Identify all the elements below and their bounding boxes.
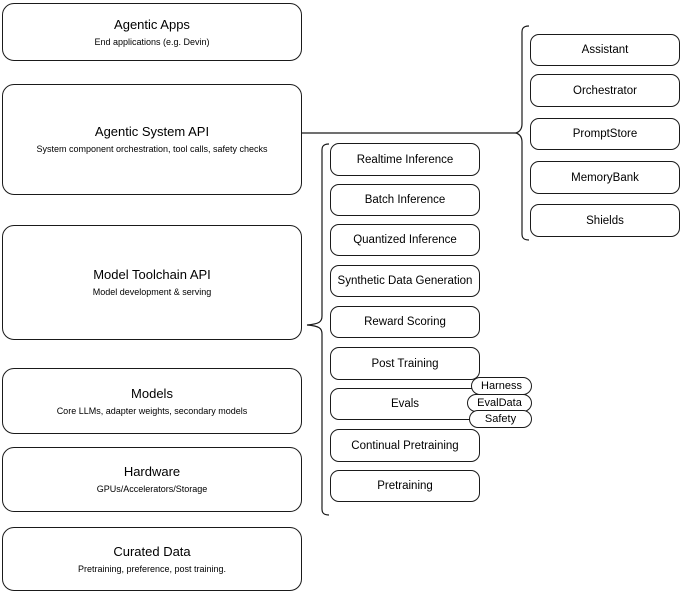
pill-label: Safety	[484, 412, 517, 425]
toolchain-chip-continual-pretraining[interactable]: Continual Pretraining	[330, 429, 480, 462]
layer-title: Model Toolchain API	[93, 267, 211, 282]
toolchain-chip-evals[interactable]: Evals	[330, 388, 480, 420]
layer-title: Hardware	[123, 464, 181, 479]
layer-title: Models	[131, 385, 173, 401]
chip-label: Continual Pretraining	[351, 439, 459, 452]
toolchain-chip-batch-inference[interactable]: Batch Inference	[330, 184, 480, 216]
chip-label: Realtime Inference	[356, 153, 454, 166]
layer-subtitle: GPUs/Accelerators/Storage	[96, 484, 208, 494]
layer-title: Agentic Apps	[114, 16, 190, 32]
eval-pill-harness[interactable]: Harness	[471, 377, 532, 395]
layer-box-curated-data[interactable]: Curated Data Pretraining, preference, po…	[2, 527, 302, 591]
layer-subtitle: Model development & serving	[92, 287, 212, 297]
chip-label: Shields	[586, 214, 624, 227]
system-chip-orchestrator[interactable]: Orchestrator	[530, 74, 680, 107]
layer-title: Curated Data	[113, 543, 191, 559]
chip-label: Pretraining	[377, 480, 433, 492]
brace-system-components	[514, 25, 530, 241]
brace-toolchain-components	[306, 143, 330, 516]
layer-subtitle: End applications (e.g. Devin)	[94, 36, 210, 47]
layer-subtitle: System component orchestration, tool cal…	[36, 144, 268, 154]
chip-label: Quantized Inference	[353, 234, 457, 246]
chip-label: Evals	[390, 398, 420, 410]
layer-box-hardware[interactable]: Hardware GPUs/Accelerators/Storage	[2, 447, 302, 512]
pill-label: EvalData	[477, 396, 522, 409]
chip-label: Synthetic Data Generation	[337, 275, 473, 287]
chip-label: Post Training	[371, 357, 439, 370]
layer-box-models[interactable]: Models Core LLMs, adapter weights, secon…	[2, 368, 302, 434]
chip-label: MemoryBank	[571, 171, 639, 184]
chip-label: Assistant	[581, 44, 629, 56]
toolchain-chip-quantized-inference[interactable]: Quantized Inference	[330, 224, 480, 256]
system-chip-assistant[interactable]: Assistant	[530, 34, 680, 66]
toolchain-chip-pretraining[interactable]: Pretraining	[330, 470, 480, 502]
toolchain-chip-synthetic-data-generation[interactable]: Synthetic Data Generation	[330, 265, 480, 297]
eval-pill-safety[interactable]: Safety	[469, 410, 532, 428]
chip-label: Batch Inference	[364, 194, 446, 206]
layer-subtitle: Core LLMs, adapter weights, secondary mo…	[56, 405, 248, 416]
toolchain-chip-reward-scoring[interactable]: Reward Scoring	[330, 306, 480, 338]
layer-box-model-toolchain-api[interactable]: Model Toolchain API Model development & …	[2, 225, 302, 340]
toolchain-chip-realtime-inference[interactable]: Realtime Inference	[330, 143, 480, 176]
toolchain-chip-post-training[interactable]: Post Training	[330, 347, 480, 380]
system-chip-memorybank[interactable]: MemoryBank	[530, 161, 680, 194]
layer-title: Agentic System API	[94, 124, 210, 139]
chip-label: PromptStore	[572, 128, 638, 140]
layer-box-agentic-system-api[interactable]: Agentic System API System component orch…	[2, 84, 302, 195]
chip-label: Reward Scoring	[364, 316, 446, 328]
system-chip-shields[interactable]: Shields	[530, 204, 680, 237]
system-chip-promptstore[interactable]: PromptStore	[530, 118, 680, 150]
layer-box-agentic-apps[interactable]: Agentic Apps End applications (e.g. Devi…	[2, 3, 302, 61]
chip-label: Orchestrator	[573, 84, 637, 97]
pill-label: Harness	[481, 379, 522, 392]
layer-subtitle: Pretraining, preference, post training.	[77, 563, 227, 574]
